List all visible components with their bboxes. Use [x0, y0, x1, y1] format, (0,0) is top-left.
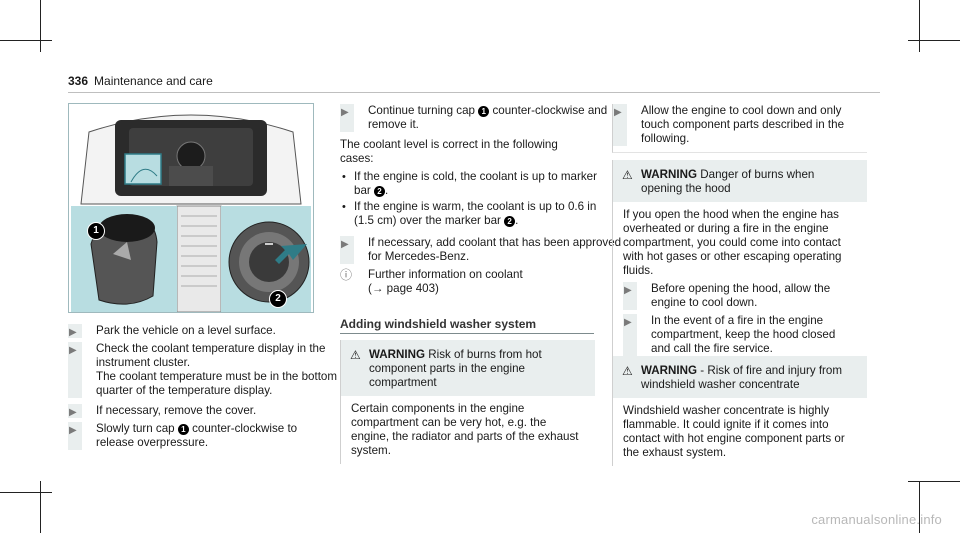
step-bar	[68, 324, 82, 338]
arrow-icon: ▶	[69, 407, 77, 418]
marker-callout-2: 2	[374, 186, 385, 197]
warning-header: ⚠ WARNING - Risk of fire and injury from…	[613, 356, 867, 398]
warning-title: Danger of burns when opening the hood	[641, 168, 815, 195]
crop-mark	[40, 481, 41, 533]
step-fire: ▶ In the event of a fire in the engine c…	[623, 314, 857, 356]
step-bar	[68, 404, 82, 418]
engine-compartment-figure: 1 2	[68, 103, 314, 313]
info-icon: ⓘ	[340, 268, 353, 282]
step-continue-turning: ▶ Continue turning cap 1 counter-clockwi…	[340, 104, 622, 132]
step-add-coolant: ▶ If necessary, add coolant that has bee…	[340, 236, 622, 264]
warning-text: If you open the hood when the engine has…	[623, 208, 842, 277]
step-check-coolant: ▶ Check the coolant temperature display …	[68, 342, 338, 398]
step-park-vehicle: ▶ Park the vehicle on a level surface.	[68, 324, 338, 338]
warning-body: Windshield washer concentrate is highly …	[623, 404, 845, 459]
bullet-text: If the engine is cold, the coolant is up…	[354, 170, 597, 197]
warning-box-hood: ⚠ WARNING Danger of burns when opening t…	[612, 160, 867, 362]
marker-callout-2: 2	[504, 216, 516, 227]
arrow-icon: ▶	[624, 285, 632, 296]
step-text: Slowly turn cap	[96, 422, 175, 435]
page-title: Maintenance and care	[94, 74, 213, 88]
step-bar	[68, 342, 82, 398]
step-text: If necessary, add coolant that has been …	[368, 236, 622, 263]
engine-illustration	[71, 114, 311, 312]
page-header: 336 Maintenance and care	[68, 74, 880, 89]
step-text: In the event of a fire in the engine com…	[651, 314, 836, 355]
arrow-icon: ▶	[624, 317, 632, 328]
warning-label: WARNING	[641, 364, 698, 377]
warning-header: ⚠ WARNING Danger of burns when opening t…	[613, 160, 867, 202]
warning-body: Certain components in the engine compart…	[351, 402, 579, 457]
step-bar	[613, 104, 627, 146]
watermark-logo: carmanualsonline.info	[811, 512, 942, 527]
section-title: Adding windshield washer system	[340, 317, 537, 331]
step-before-opening: ▶ Before opening the hood, allow the eng…	[623, 282, 857, 310]
step-allow-cool: ▶ Allow the engine to cool down and only…	[613, 104, 867, 146]
step-subtext: The coolant temperature must be in the b…	[96, 370, 338, 397]
section-divider	[340, 333, 594, 334]
step-bar	[68, 422, 82, 450]
warning-box-hot-parts: ⚠ WARNING Risk of burns from hot compone…	[340, 340, 595, 464]
bullet-warm: • If the engine is warm, the coolant is …	[342, 200, 597, 227]
step-text: counter-clockwise and remove it.	[368, 104, 608, 131]
header-divider	[68, 92, 880, 93]
bullet-text: If the engine is warm, the coolant is up…	[354, 200, 597, 227]
figure-callout-1: 1	[87, 222, 105, 240]
arrow-icon: ▶	[69, 345, 77, 356]
warning-header: ⚠ WARNING Risk of burns from hot compone…	[341, 340, 595, 396]
warning-label: WARNING	[369, 348, 426, 361]
crop-mark	[908, 40, 960, 41]
crop-mark	[0, 40, 52, 41]
figure-callout-2: 2	[269, 290, 287, 308]
arrow-icon: ▶	[614, 107, 622, 118]
coolant-intro: The coolant level is correct in the foll…	[340, 138, 558, 165]
bullet-icon: •	[342, 201, 346, 213]
step-remove-cover: ▶ If necessary, remove the cover.	[68, 404, 338, 418]
step-bar	[340, 104, 354, 132]
crop-mark	[919, 481, 920, 533]
note-page-ref: (→ page 403)	[368, 282, 439, 295]
step-bar	[340, 236, 354, 264]
warning-title: Risk of burns from hot component parts i…	[369, 348, 542, 389]
arrow-icon: ▶	[341, 107, 349, 118]
arrow-icon: ▶	[69, 327, 77, 338]
warning-title: - Risk of fire and injury from windshiel…	[641, 364, 843, 391]
note-text: Further information on coolant	[368, 268, 523, 281]
warning-triangle-icon: ⚠	[622, 364, 633, 378]
warning-body: If you open the hood when the engine has…	[613, 202, 867, 362]
info-note: ⓘ Further information on coolant (→ page…	[340, 268, 622, 296]
crop-mark	[0, 492, 52, 493]
step-text: If necessary, remove the cover.	[96, 404, 257, 417]
arrow-icon: ▶	[341, 239, 349, 250]
step-text: Check the coolant temperature display in…	[96, 342, 326, 369]
warning-label: WARNING	[641, 168, 698, 181]
warning-box-washer-concentrate: ⚠ WARNING - Risk of fire and injury from…	[612, 356, 867, 466]
bullet-icon: •	[342, 171, 346, 183]
step-bar	[623, 314, 637, 356]
cap-callout-1: 1	[177, 424, 189, 435]
warning-triangle-icon: ⚠	[622, 168, 633, 182]
crop-mark	[919, 0, 920, 52]
step-text: Before opening the hood, allow the engin…	[651, 282, 831, 309]
step-text: Continue turning cap	[368, 104, 475, 117]
step-container: ▶ Allow the engine to cool down and only…	[612, 104, 867, 153]
crop-mark	[40, 0, 41, 52]
step-bar	[623, 282, 637, 310]
step-text: Park the vehicle on a level surface.	[96, 324, 276, 337]
cap-callout-1: 1	[478, 106, 490, 117]
step-text: Allow the engine to cool down and only t…	[641, 104, 845, 145]
step-turn-cap: ▶ Slowly turn cap 1 counter-clockwise to…	[68, 422, 338, 450]
crop-mark	[908, 481, 960, 482]
page-number: 336	[68, 74, 89, 88]
step-text: counter-clockwise to release overpressur…	[96, 422, 298, 449]
warning-triangle-icon: ⚠	[350, 348, 361, 362]
bullet-cold: • If the engine is cold, the coolant is …	[342, 170, 597, 197]
arrow-icon: ▶	[69, 425, 77, 436]
